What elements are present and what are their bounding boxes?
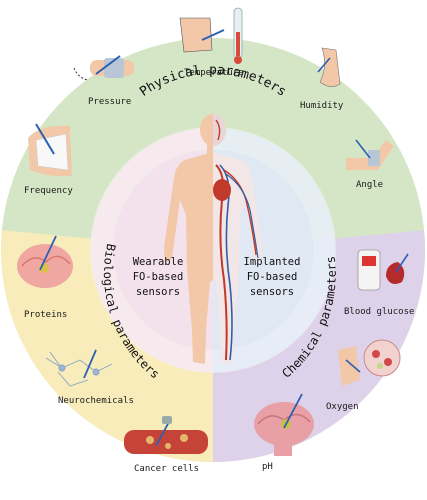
human-body-vessels	[213, 114, 262, 364]
wearable-sensors-label: Wearable FO-based sensors	[132, 256, 184, 298]
oxygen-vessel-icon	[338, 339, 401, 386]
neurochemicals-label: Neurochemicals	[58, 396, 134, 406]
neurons-icon	[45, 349, 113, 387]
hand-pressure-icon	[73, 55, 134, 81]
glucose-meter-icon	[357, 249, 409, 291]
brain-ph-icon	[254, 393, 314, 456]
temperature-label: Temperature	[184, 68, 244, 78]
implanted-sensors-label: Implanted FO-based sensors	[243, 256, 301, 298]
angle-label: Angle	[356, 180, 384, 190]
tissue-cancer-cells-icon	[124, 416, 208, 454]
wearable-ring	[91, 128, 213, 372]
ph-label: pH	[262, 462, 273, 472]
cancer-cells-label: Cancer cells	[134, 464, 200, 474]
nose-humidity-icon	[317, 47, 341, 87]
thermometer-icon	[179, 7, 243, 64]
frequency-label: Frequency	[24, 186, 73, 196]
implanted-ring	[213, 128, 335, 372]
proteins-label: Proteins	[24, 310, 68, 320]
blood-glucose-label: Blood glucose	[344, 307, 415, 317]
shoulder-frequency-icon	[28, 123, 72, 177]
brain-proteins-icon	[17, 235, 73, 288]
oxygen-label: Oxygen	[326, 402, 359, 412]
elbow-angle-icon	[346, 139, 394, 170]
pressure-label: Pressure	[88, 97, 132, 107]
humidity-label: Humidity	[300, 101, 344, 111]
